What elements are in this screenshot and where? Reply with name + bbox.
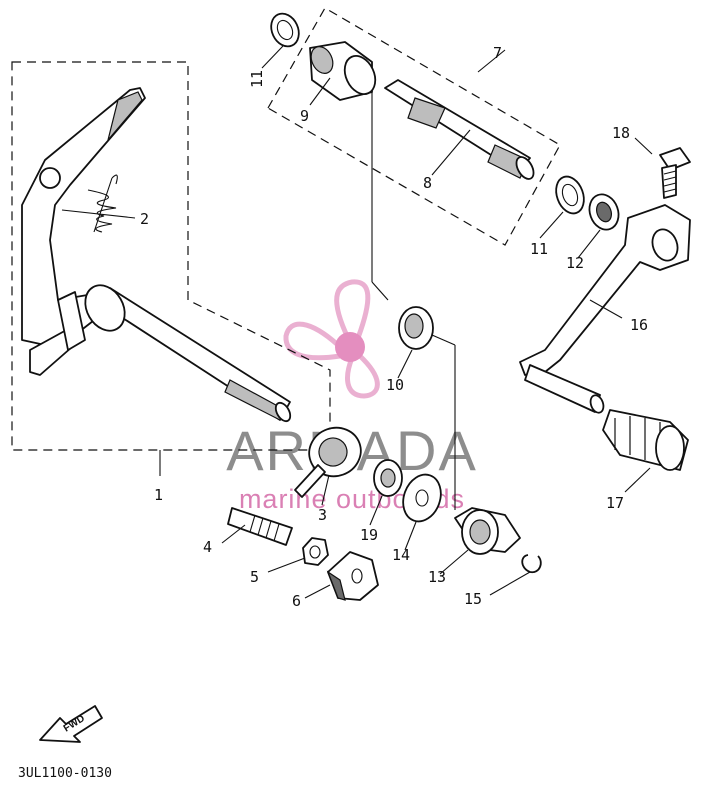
- kick-shaft-assembly: [270, 12, 620, 231]
- assembly-boundaries: [11, 7, 561, 510]
- callout-1: 1: [154, 486, 163, 504]
- callout-labels: 11 9 7 8 2 18 11 12 16 10 17 1 3 4 5 6 1…: [140, 44, 648, 610]
- callout-2: 2: [140, 210, 149, 228]
- shift-shaft-assembly: [21, 87, 292, 423]
- callout-9: 9: [300, 107, 309, 125]
- bushing-10: [398, 306, 434, 350]
- callout-7: 7: [493, 44, 502, 62]
- kick-crank: [519, 204, 691, 414]
- callout-6: 6: [292, 592, 301, 610]
- stopper-bolt-4: [227, 507, 293, 546]
- return-spring-icon: [87, 174, 118, 233]
- callout-17: 17: [606, 494, 624, 512]
- callout-11-lower: 11: [530, 240, 548, 258]
- bolt-18: [659, 147, 691, 199]
- callout-4: 4: [203, 538, 212, 556]
- washer-11-lower: [555, 175, 585, 215]
- propeller-logo-icon: [283, 279, 380, 399]
- callout-11-top: 11: [248, 70, 266, 88]
- assembly-7-boundary: [267, 7, 561, 246]
- callout-10: 10: [386, 376, 404, 394]
- callout-5: 5: [250, 568, 259, 586]
- assembly-1-boundary: [11, 61, 331, 451]
- callout-13: 13: [428, 568, 446, 586]
- circlip-15: [521, 554, 542, 574]
- washer-11-top: [270, 12, 300, 48]
- spring-3: [294, 426, 362, 498]
- callout-3: 3: [318, 506, 327, 524]
- ratchet-13: [454, 507, 521, 555]
- callout-15: 15: [464, 590, 482, 608]
- collar-19: [373, 459, 403, 497]
- callout-19: 19: [360, 526, 378, 544]
- forward-arrow-icon: FWD: [39, 705, 103, 743]
- callout-12: 12: [566, 254, 584, 272]
- callout-14: 14: [392, 546, 410, 564]
- callout-16: 16: [630, 316, 648, 334]
- callout-leaders: [61, 45, 653, 599]
- stopper-plate-6: [326, 551, 379, 601]
- kick-grip-17: [602, 409, 689, 471]
- callout-18: 18: [612, 124, 630, 142]
- callout-8: 8: [423, 174, 432, 192]
- nut-5: [302, 537, 329, 566]
- washer-14: [402, 473, 442, 523]
- drawing-code: 3UL1100-0130: [18, 766, 112, 781]
